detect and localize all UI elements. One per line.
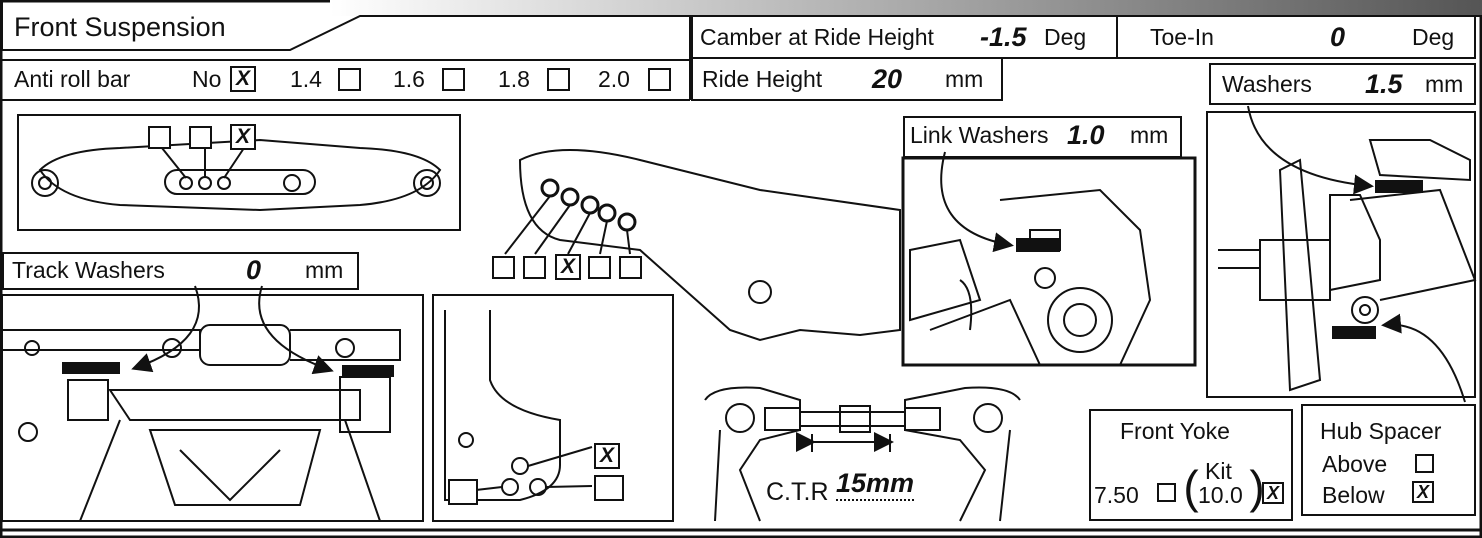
caster-hole-box-right[interactable] <box>594 475 624 501</box>
track-washers-value[interactable]: 0 <box>246 255 262 285</box>
hub-spacer-below-label: Below <box>1322 482 1385 508</box>
front-yoke-checkbox-b[interactable]: X <box>1262 482 1284 504</box>
caster-hole-box-left[interactable] <box>448 479 478 505</box>
link-washers-unit: mm <box>1130 122 1169 148</box>
camber-label: Camber at Ride Height <box>700 24 934 50</box>
ride-height-value[interactable]: 20 <box>872 64 903 94</box>
hub-spacer-below-checkbox[interactable]: X <box>1412 481 1434 503</box>
link-washers-panel <box>901 156 1197 367</box>
track-washers-box-frame <box>2 252 359 290</box>
svg-text:(: ( <box>1183 461 1199 513</box>
camber-unit: Deg <box>1044 24 1087 50</box>
ride-height-unit: mm <box>945 66 984 92</box>
toe-box <box>1116 15 1476 59</box>
arb-hole-box-2[interactable] <box>189 126 212 149</box>
front-yoke-box <box>1089 409 1293 521</box>
camber-value[interactable]: -1.5 <box>980 22 1027 52</box>
anti-roll-bar-panel <box>17 114 461 231</box>
link-washers-value[interactable]: 1.0 <box>1067 120 1105 150</box>
hub-spacer-bottom <box>1332 326 1376 339</box>
arb-checkbox-1-4[interactable] <box>338 68 361 91</box>
track-washers-label: Track Washers <box>12 257 165 283</box>
arb-option-1-4: 1.4 <box>290 66 322 92</box>
arb-checkbox-no[interactable]: X <box>230 66 256 92</box>
steering-plate <box>518 149 901 342</box>
washers-unit: mm <box>1425 71 1464 97</box>
arb-checkbox-2-0[interactable] <box>648 68 671 91</box>
anti-roll-bar-label: Anti roll bar <box>14 66 131 92</box>
front-yoke-label: Front Yoke <box>1120 418 1230 444</box>
caster-hole-box-top[interactable]: X <box>594 443 620 469</box>
track-washers-unit: mm <box>305 257 344 283</box>
plate-hole-box-3[interactable]: X <box>555 254 581 280</box>
ctr-value[interactable]: 15mm <box>836 470 915 501</box>
toe-in-unit: Deg <box>1412 24 1455 50</box>
front-yoke-option-a: 7.50 <box>1094 482 1139 508</box>
plate-hole-box-5[interactable] <box>619 256 642 279</box>
ctr-label: C.T.R <box>766 478 829 506</box>
hub-spacer-label: Hub Spacer <box>1320 418 1442 444</box>
arb-hole-box-1[interactable] <box>148 126 171 149</box>
ride-height-box <box>691 57 1003 101</box>
link-washer <box>1016 238 1060 252</box>
caster-block-panel <box>432 294 674 522</box>
arb-option-no: No <box>192 66 222 92</box>
arb-option-2-0: 2.0 <box>598 66 630 92</box>
washers-box <box>1209 63 1476 105</box>
arb-option-1-6: 1.6 <box>393 66 425 92</box>
arb-hole-box-3[interactable]: X <box>230 124 256 150</box>
washers-value[interactable]: 1.5 <box>1365 69 1403 99</box>
header-gradient <box>330 0 1482 16</box>
front-yoke-option-b: 10.0 <box>1198 482 1243 508</box>
hub-spacer-above-checkbox[interactable] <box>1415 454 1434 473</box>
arb-checkbox-1-6[interactable] <box>442 68 465 91</box>
hub-panel <box>1206 111 1476 398</box>
washers-label: Washers <box>1222 71 1312 97</box>
svg-text:): ) <box>1249 461 1264 513</box>
plate-hole-box-1[interactable] <box>492 256 515 279</box>
hub-spacer-box <box>1301 404 1476 516</box>
link-washers-label: Link Washers <box>910 122 1049 148</box>
plate-hole-box-2[interactable] <box>523 256 546 279</box>
track-washers-panel <box>1 294 424 522</box>
plate-hole-box-4[interactable] <box>588 256 611 279</box>
link-washers-box-frame <box>903 116 1182 158</box>
arb-option-1-8: 1.8 <box>498 66 530 92</box>
arb-checkbox-1-8[interactable] <box>547 68 570 91</box>
page-title: Front Suspension <box>14 12 226 42</box>
front-yoke-checkbox-a[interactable] <box>1157 483 1176 502</box>
hub-spacer-above-label: Above <box>1322 451 1388 477</box>
toe-in-value[interactable]: 0 <box>1330 22 1346 52</box>
hub-washer-top <box>1375 180 1423 193</box>
steering-link <box>704 386 1021 522</box>
toe-in-label: Toe-In <box>1150 24 1214 50</box>
track-washer-right <box>342 365 394 377</box>
ride-height-label: Ride Height <box>702 66 823 92</box>
front-yoke-kit-label: Kit <box>1205 458 1232 484</box>
track-washer-left <box>62 362 120 374</box>
